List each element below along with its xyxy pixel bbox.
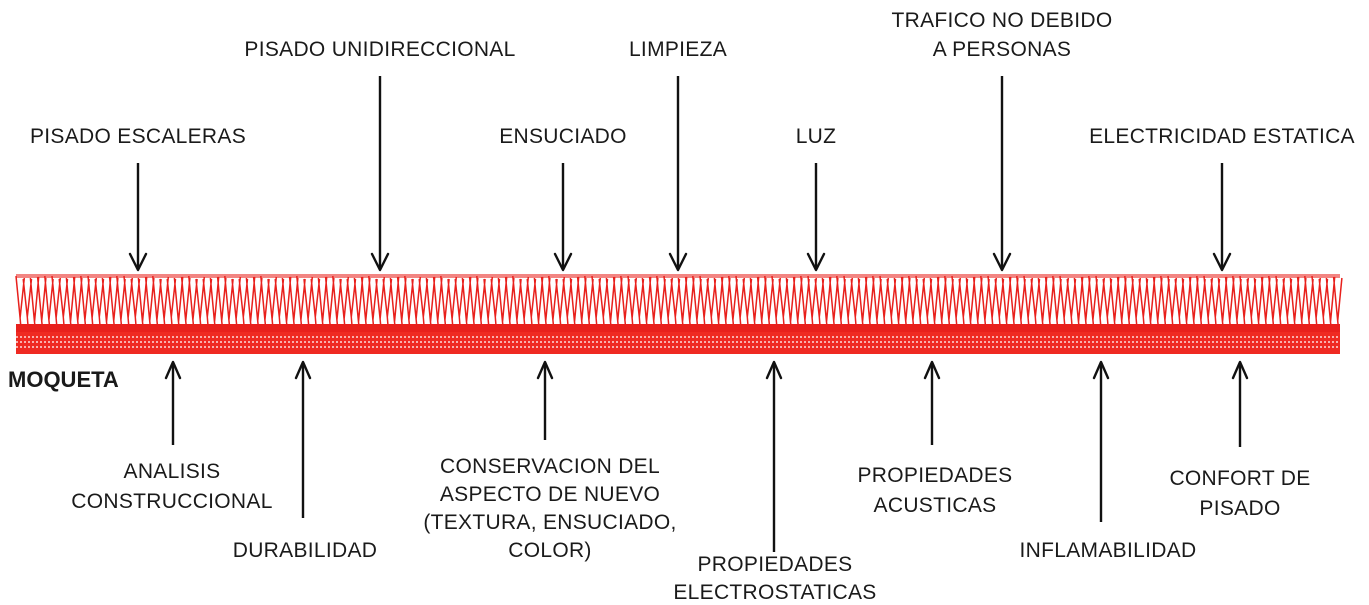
pile-base [16,324,1340,333]
bottom-property-propiedades-electrostaticas: PROPIEDADES ELECTROSTATICAS [673,360,876,604]
up-arrow-head [294,360,312,380]
down-arrow-head [992,252,1012,272]
factor-label: LUZ [796,125,837,148]
factor-label: ELECTRICIDAD ESTATICA [1089,125,1355,148]
up-arrow-head [1092,360,1110,380]
top-factor-limpieza: LIMPIEZA [629,38,727,272]
factor-label: LIMPIEZA [629,38,727,61]
top-factor-luz: LUZ [796,125,837,272]
bottom-property-inflamabilidad: INFLAMABILIDAD [1020,360,1197,562]
up-arrow-head [536,360,554,380]
factor-label: TRAFICO NO DEBIDO [892,9,1113,32]
down-arrow-head [1212,252,1232,272]
pile-tufts [15,275,1343,333]
property-label: ANALISIS [124,460,221,483]
top-factor-pisado-escaleras: PISADO ESCALERAS [30,125,246,272]
top-factor-electricidad-estatica: ELECTRICIDAD ESTATICA [1089,125,1355,272]
carpet-backing-band [16,332,1340,354]
up-arrow-head [765,360,783,380]
property-label: CONFORT DE [1169,467,1310,490]
property-label: ASPECTO DE NUEVO [440,483,660,506]
property-label: CONSTRUCCIONAL [71,490,272,513]
property-label: ACUSTICAS [874,494,997,517]
property-label: ELECTROSTATICAS [673,581,876,604]
up-arrow-head [1231,360,1249,380]
property-label: DURABILIDAD [233,539,378,562]
backing-weave [16,336,1340,348]
down-arrow-head [128,252,148,272]
bottom-property-analisis-construccional: ANALISIS CONSTRUCCIONAL [71,360,272,513]
down-arrow-head [806,252,826,272]
factor-label: A PERSONAS [933,38,1071,61]
property-label: CONSERVACION DEL [440,455,660,478]
property-label: PROPIEDADES [697,553,852,576]
top-factor-ensuciado: ENSUCIADO [499,125,627,272]
carpet-pile [15,274,1343,333]
property-label: INFLAMABILIDAD [1020,539,1197,562]
down-arrow-head [668,252,688,272]
pile-tips [16,274,1340,278]
down-arrow-head [553,252,573,272]
down-arrow-head [370,252,390,272]
property-label: PISADO [1199,497,1280,520]
property-label: COLOR) [508,539,591,562]
carpet-backing [16,332,1340,354]
factor-label: PISADO ESCALERAS [30,125,246,148]
factor-label: PISADO UNIDIRECCIONAL [244,38,515,61]
bottom-property-confort-de-pisado: CONFORT DE PISADO [1169,360,1310,520]
bottom-property-conservacion: CONSERVACION DEL ASPECTO DE NUEVO (TEXTU… [423,360,676,562]
factor-label: ENSUCIADO [499,125,627,148]
up-arrow-head [164,360,182,380]
bottom-property-propiedades-acusticas: PROPIEDADES ACUSTICAS [857,360,1012,517]
property-label: (TEXTURA, ENSUCIADO, [423,511,676,534]
top-factor-trafico: TRAFICO NO DEBIDO A PERSONAS [892,9,1113,272]
top-factor-pisado-unidireccional: PISADO UNIDIRECCIONAL [244,38,515,272]
bottom-property-durabilidad: DURABILIDAD [233,360,378,562]
carpet-label: MOQUETA [8,367,119,392]
property-label: PROPIEDADES [857,464,1012,487]
up-arrow-head [923,360,941,380]
